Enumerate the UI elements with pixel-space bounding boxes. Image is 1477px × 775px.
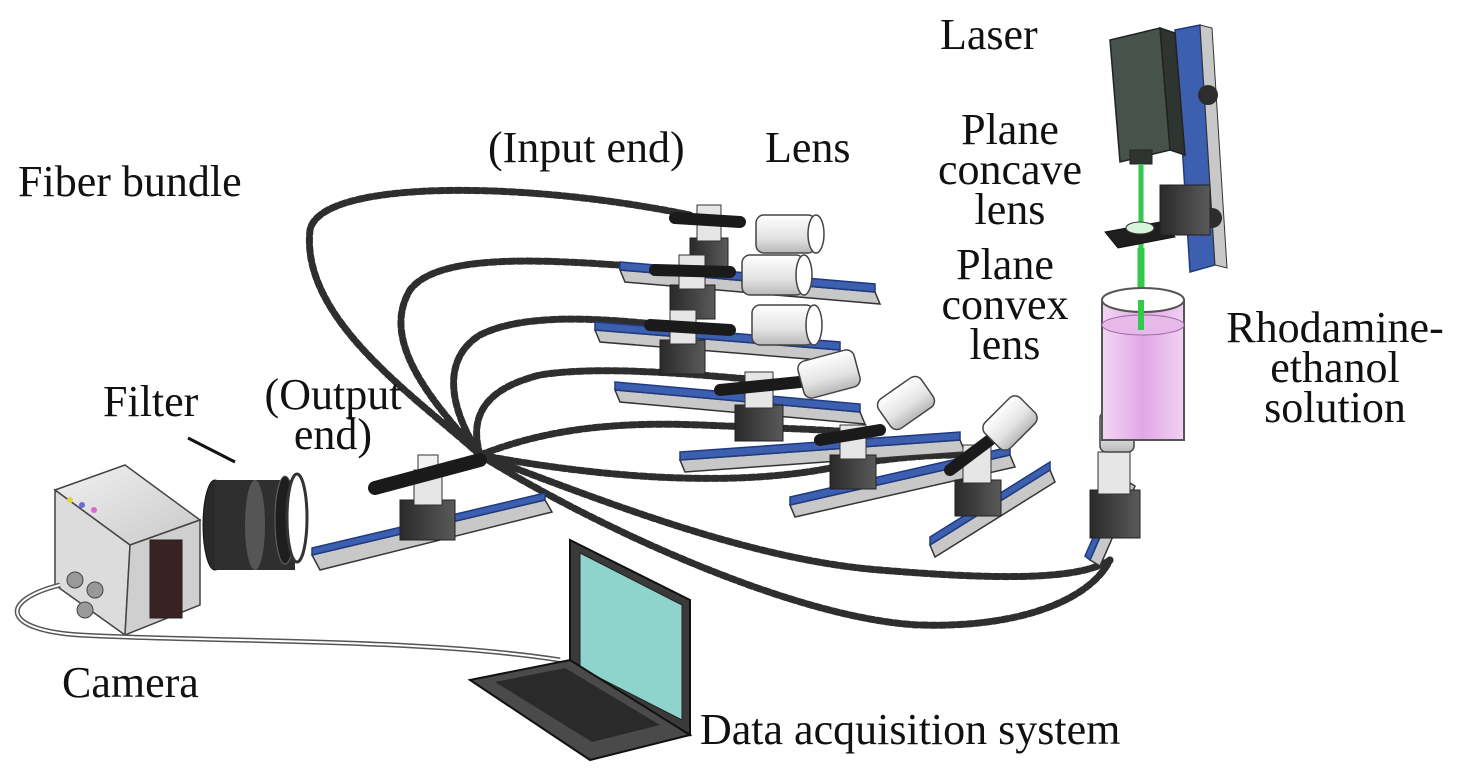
lens-6 bbox=[982, 395, 1038, 451]
label-output-end: (Output end) bbox=[243, 370, 423, 459]
fiber-strand-8 bbox=[476, 451, 1114, 629]
laser-body bbox=[1109, 26, 1186, 165]
lens-4 bbox=[797, 349, 861, 399]
label-plane-convex-line-2: convex bbox=[941, 280, 1069, 329]
label-input-end: (Input end) bbox=[488, 123, 685, 172]
label-plane-convex-line-1: Plane bbox=[956, 240, 1054, 289]
label-output-end-line-2: end) bbox=[293, 410, 373, 459]
plane-concave-lens-mount bbox=[1104, 184, 1211, 249]
label-output-end-line-1: (Output bbox=[264, 370, 402, 419]
mount-input-6 bbox=[944, 395, 1038, 517]
laptop-computer bbox=[467, 538, 693, 762]
fiber-strand-2 bbox=[397, 257, 684, 459]
label-rhodamine-line-2: ethanol bbox=[1270, 343, 1400, 392]
fiber-bundle bbox=[306, 186, 1114, 629]
label-plane-concave-line-3: lens bbox=[974, 185, 1046, 234]
label-data-acquisition-system: Data acquisition system bbox=[700, 705, 1121, 754]
fiber-strand-6 bbox=[476, 451, 969, 482]
rail-channel-4 bbox=[678, 431, 967, 473]
label-rhodamine-ethanol-solution: Rhodamine- ethanol solution bbox=[1195, 303, 1475, 432]
label-lens: Lens bbox=[765, 123, 851, 172]
camera-device bbox=[53, 436, 309, 637]
lens-3 bbox=[751, 304, 823, 346]
lens-1 bbox=[755, 214, 825, 254]
mount-output-end bbox=[368, 453, 487, 541]
lens-5 bbox=[876, 375, 936, 431]
lens-2 bbox=[741, 254, 813, 296]
fiber-strand-1 bbox=[306, 186, 694, 459]
label-rhodamine-line-1: Rhodamine- bbox=[1226, 303, 1444, 352]
filter-pointer bbox=[187, 436, 236, 464]
filter-lens-barrel bbox=[202, 472, 309, 571]
laser-assembly bbox=[1104, 24, 1228, 330]
mount-input-3 bbox=[644, 304, 823, 375]
fiber-strand-3 bbox=[450, 315, 694, 459]
channel-mounts bbox=[368, 204, 1141, 541]
label-plane-convex-line-3: lens bbox=[969, 320, 1041, 369]
mount-input-4 bbox=[714, 349, 861, 442]
solution-cuvette bbox=[1101, 287, 1185, 441]
label-filter: Filter bbox=[103, 377, 199, 426]
label-laser: Laser bbox=[940, 10, 1038, 59]
laptop-screen bbox=[579, 552, 683, 721]
camera-display bbox=[149, 539, 183, 619]
label-plane-concave-line-2: concave bbox=[937, 145, 1083, 194]
fiber-strand-4 bbox=[473, 367, 764, 459]
label-camera: Camera bbox=[62, 658, 199, 707]
label-fiber-bundle: Fiber bundle bbox=[18, 157, 242, 206]
mount-input-5 bbox=[814, 375, 936, 490]
label-plane-concave-line-1: Plane bbox=[961, 105, 1059, 154]
label-rhodamine-line-3: solution bbox=[1264, 383, 1406, 432]
fiber-strand-5 bbox=[476, 420, 854, 459]
output-end-fiber-connector bbox=[368, 453, 487, 495]
label-plane-convex-lens: Plane convex lens bbox=[910, 240, 1100, 369]
label-plane-concave-lens: Plane concave lens bbox=[915, 105, 1105, 234]
fiber-strand-7 bbox=[476, 451, 1114, 581]
